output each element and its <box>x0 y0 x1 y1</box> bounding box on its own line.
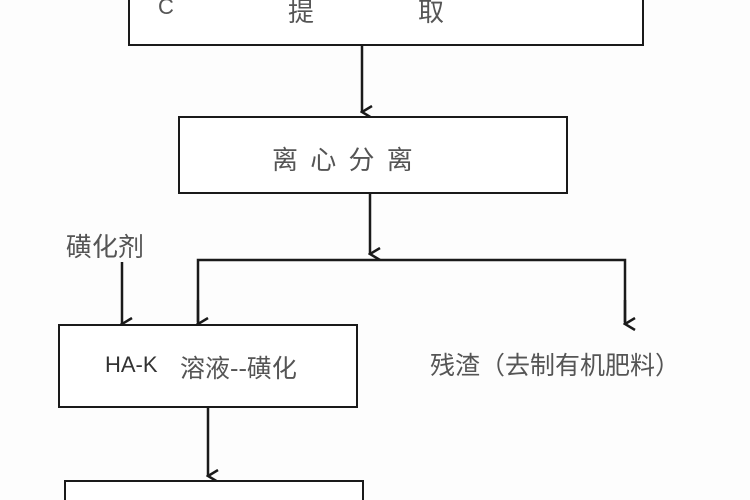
sulfonating-agent-label: 磺化剂 <box>66 233 145 263</box>
split-horizontal-line <box>198 258 625 324</box>
extract-box <box>128 0 644 46</box>
next-step-box <box>64 480 364 500</box>
centrifuge-box <box>178 116 568 194</box>
extract-char-1: 提 <box>288 0 315 28</box>
extract-char-2: 取 <box>418 0 445 28</box>
centrifuge-label: 离 心 分 离 <box>272 146 415 176</box>
residue-label: 残渣（去制有机肥料） <box>430 351 681 380</box>
sulfonation-box <box>58 324 358 408</box>
sulfonation-label-cn: 溶液--磺化 <box>180 354 297 383</box>
extract-prefix: C <box>158 0 174 19</box>
sulfonation-label-latin: HA-K <box>105 352 158 377</box>
